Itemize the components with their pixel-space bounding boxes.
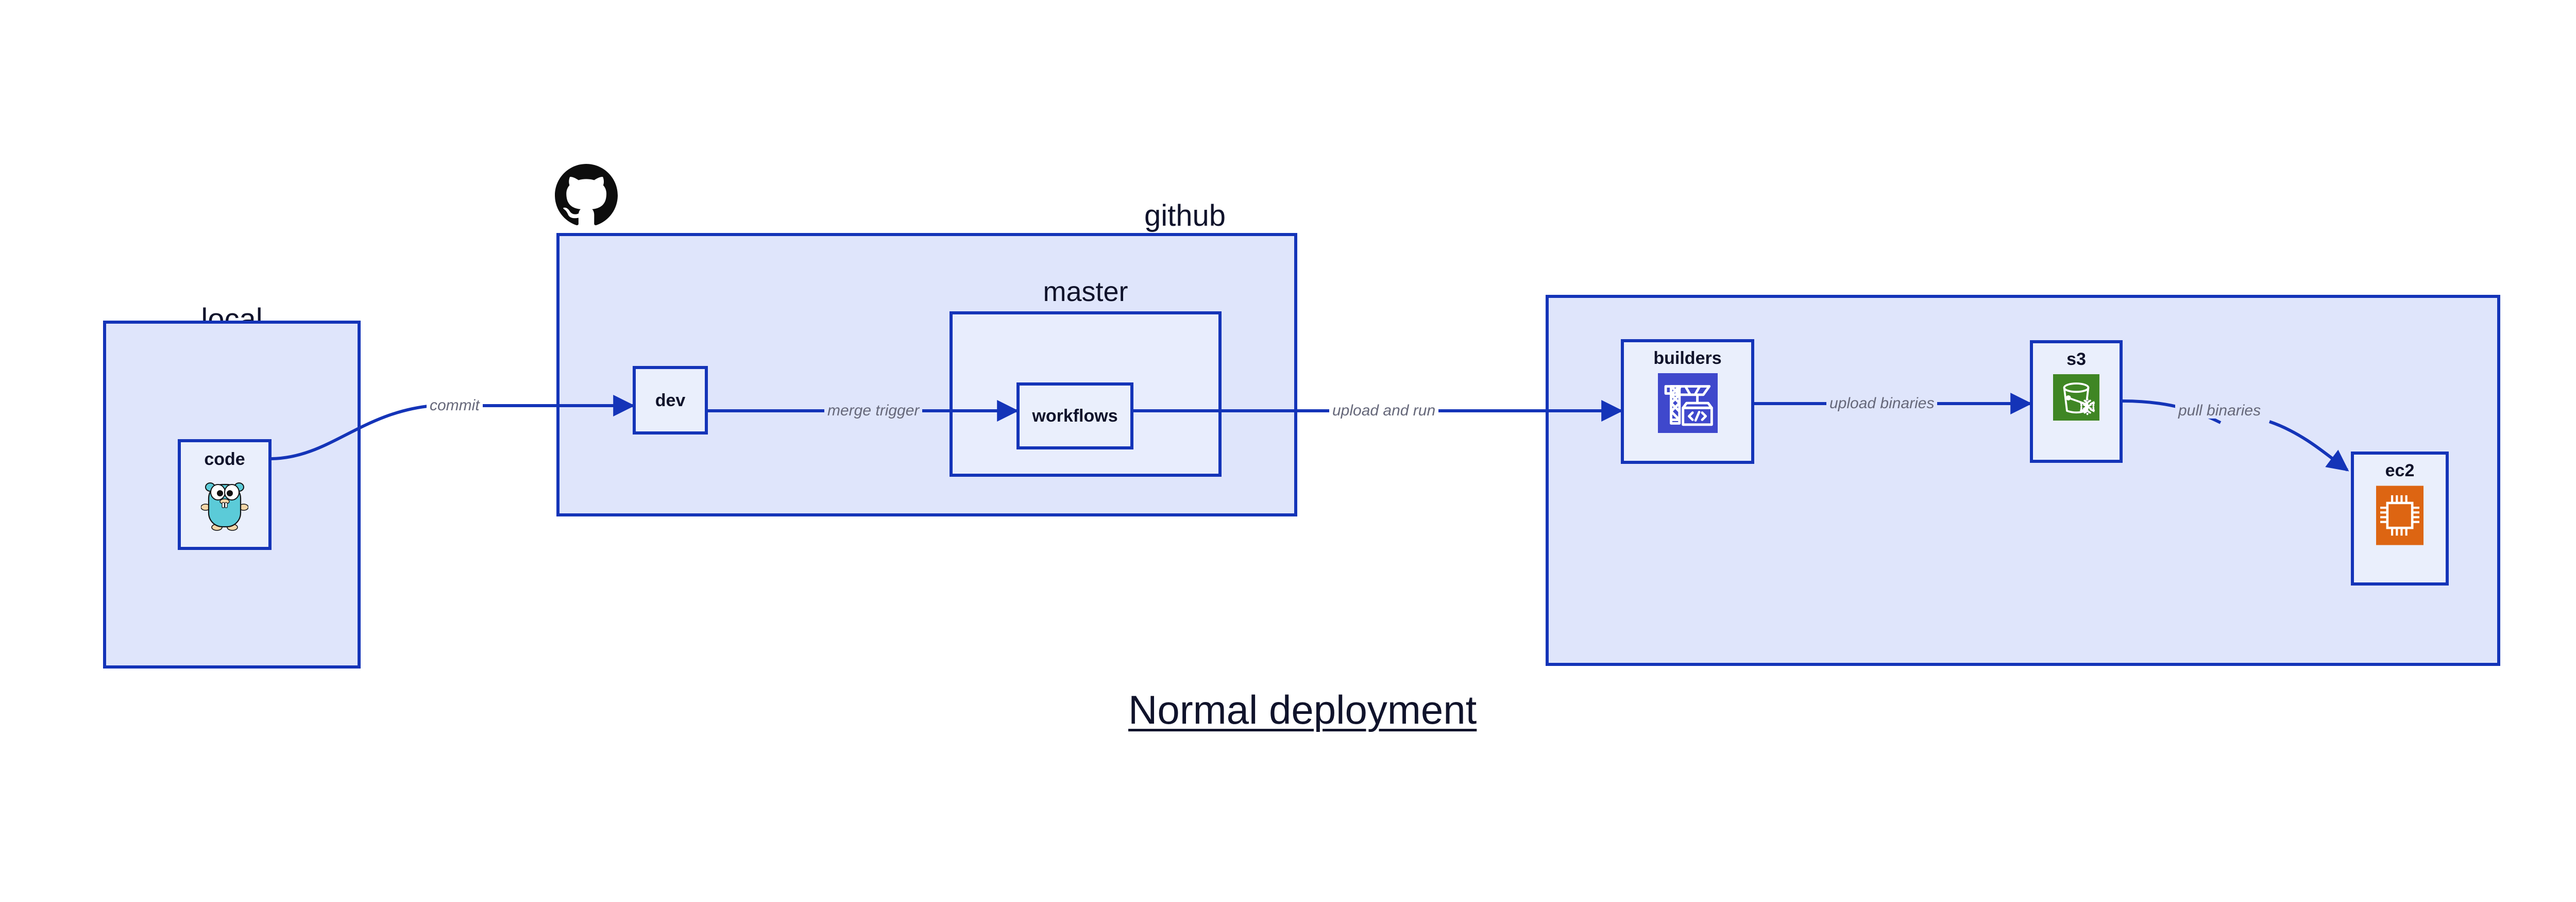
edge-label-commit: commit (427, 398, 483, 413)
edge-label-upload-binaries: upload binaries (1826, 396, 1938, 411)
aws-ec2-icon (2376, 486, 2424, 548)
edge-label-merge-trigger: merge trigger (824, 403, 923, 419)
go-gopher-icon (200, 475, 249, 533)
node-label-workflows: workflows (1032, 406, 1118, 426)
node-builders[interactable]: builders (1621, 339, 1754, 464)
github-octocat-logo (555, 164, 618, 229)
node-label-dev: dev (655, 390, 686, 410)
node-s3[interactable]: s3 (2030, 340, 2123, 463)
node-label-s3: s3 (2066, 349, 2086, 369)
edge-label-pull-binaries: pull binaries (2175, 403, 2264, 419)
page-title: Normal deployment (1128, 687, 1477, 732)
node-label-builders: builders (1653, 348, 1722, 368)
node-label-ec2: ec2 (2385, 461, 2415, 480)
aws-s3-glacier-icon (2053, 374, 2099, 423)
aws-codebuild-icon (1657, 373, 1718, 436)
node-dev[interactable]: dev (633, 366, 708, 435)
group-label-github: github (1144, 199, 1226, 232)
group-label-master: master (1043, 276, 1128, 307)
edge-label-upload-and-run: upload and run (1329, 403, 1439, 419)
node-workflows[interactable]: workflows (1016, 382, 1133, 449)
node-ec2[interactable]: ec2 (2351, 452, 2449, 586)
node-code[interactable]: code (178, 439, 272, 550)
node-label-code: code (204, 449, 245, 469)
